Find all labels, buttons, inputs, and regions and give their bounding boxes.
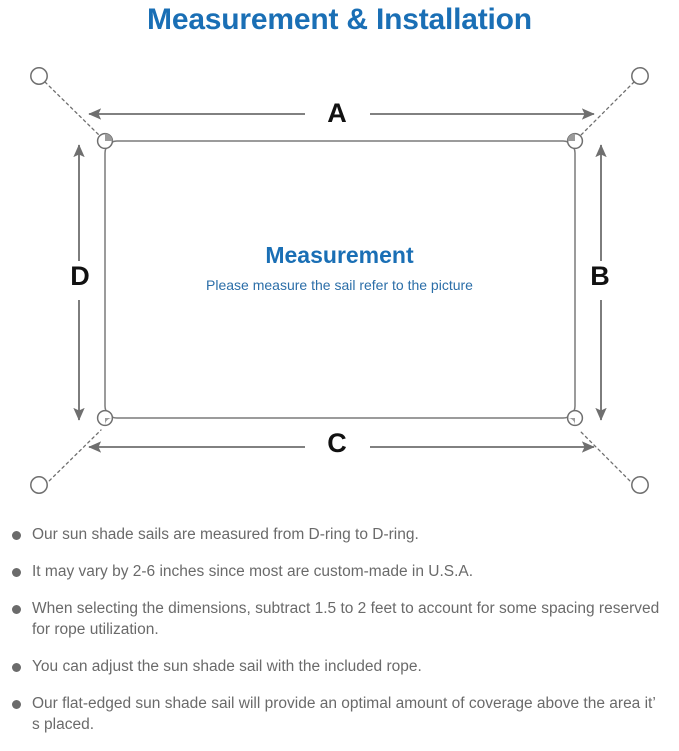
bullet-dot-icon [12, 663, 21, 672]
d-ring-top-left [96, 132, 114, 150]
rope-line-top-left [44, 81, 102, 138]
list-item-text: It may vary by 2-6 inches since most are… [32, 563, 474, 580]
notes-list: Our sun shade sails are measured from D-… [0, 524, 679, 751]
anchor-point-top-left [30, 67, 48, 85]
diagram-center-subtitle: Please measure the sail refer to the pic… [206, 277, 473, 293]
list-item-text: When selecting the dimensions, subtract … [32, 600, 660, 638]
anchor-point-top-right [631, 67, 649, 85]
anchor-point-bottom-left [30, 476, 48, 494]
page-title: Measurement & Installation [147, 3, 532, 36]
rope-line-bottom-right [578, 429, 635, 486]
rope-lines [44, 81, 635, 486]
d-rings [96, 132, 584, 427]
rope-line-bottom-left [44, 429, 102, 486]
d-ring-bottom-right [566, 409, 584, 427]
dimension-label-c: C [327, 428, 347, 458]
list-item: Our flat-edged sun shade sail will provi… [0, 693, 679, 735]
bullet-dot-icon [12, 568, 21, 577]
bullet-dot-icon [12, 700, 21, 709]
bullet-dot-icon [12, 605, 21, 614]
anchor-point-bottom-right [631, 476, 649, 494]
list-item: You can adjust the sun shade sail with t… [0, 656, 679, 677]
measurement-diagram [0, 48, 679, 518]
bullet-dot-icon [12, 531, 21, 540]
dimension-label-b: B [590, 261, 610, 291]
d-ring-bottom-left [96, 409, 114, 427]
list-item: It may vary by 2-6 inches since most are… [0, 561, 679, 582]
list-item-text: You can adjust the sun shade sail with t… [32, 658, 422, 675]
dimension-label-a: A [327, 98, 347, 128]
list-item-text: Our sun shade sails are measured from D-… [32, 526, 419, 543]
list-item: Our sun shade sails are measured from D-… [0, 524, 679, 545]
rope-line-top-right [578, 81, 635, 138]
anchor-points [30, 67, 649, 494]
dimension-label-d: D [70, 261, 90, 291]
list-item: When selecting the dimensions, subtract … [0, 598, 679, 640]
d-ring-top-right [566, 132, 584, 150]
diagram-svg [30, 67, 649, 494]
list-item-text: Our flat-edged sun shade sail will provi… [32, 695, 656, 733]
sail-shape [104, 140, 576, 419]
diagram-center-title: Measurement [265, 242, 414, 268]
